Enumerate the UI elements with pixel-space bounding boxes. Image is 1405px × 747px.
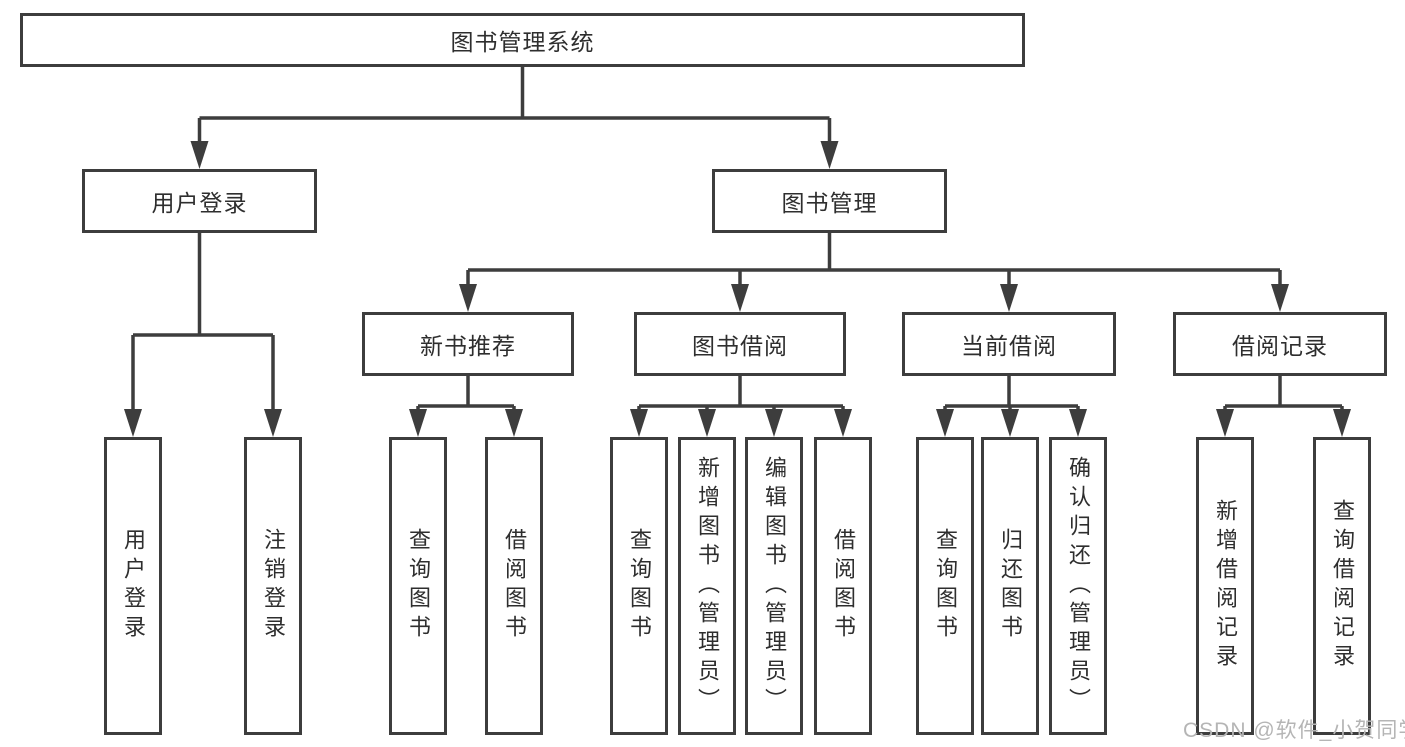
leaf-return-books: 归还图书: [981, 437, 1039, 735]
connector-current-borrowing: [936, 376, 1087, 437]
node-book-borrowing: 图书借阅: [634, 312, 846, 376]
leaf-borrow-books-recommend: 借阅图书: [485, 437, 543, 735]
leaf-logout-login: 注销登录: [244, 437, 302, 735]
leaf-query-books-current: 查询图书: [916, 437, 974, 735]
leaf-borrow-books-borrowing: 借阅图书: [814, 437, 872, 735]
leaf-query-borrow-record: 查询借阅记录: [1313, 437, 1371, 735]
leaf-user-login: 用户登录: [104, 437, 162, 735]
leaf-confirm-return-admin: 确认归还（管理员）: [1049, 437, 1107, 735]
connector-user-login: [124, 233, 282, 437]
leaf-query-books-recommend: 查询图书: [389, 437, 447, 735]
node-user-login: 用户登录: [82, 169, 317, 233]
node-new-book-recommend: 新书推荐: [362, 312, 574, 376]
connector-book-borrowing: [630, 376, 852, 437]
node-book-management: 图书管理: [712, 169, 947, 233]
connector-new-book-recommend: [409, 376, 523, 437]
connector-book-management: [459, 233, 1289, 312]
leaf-query-books-borrowing: 查询图书: [610, 437, 668, 735]
connector-borrowing-records: [1216, 376, 1351, 437]
leaf-edit-books-admin: 编辑图书（管理员）: [745, 437, 803, 735]
node-borrowing-records: 借阅记录: [1173, 312, 1387, 376]
root-node: 图书管理系统: [20, 13, 1025, 67]
connector-root: [190, 67, 839, 169]
leaf-add-borrow-record: 新增借阅记录: [1196, 437, 1254, 735]
node-current-borrowing: 当前借阅: [902, 312, 1116, 376]
csdn-watermark: CSDN @软件_小贺同学: [1183, 719, 1405, 742]
leaf-add-books-admin: 新增图书（管理员）: [678, 437, 736, 735]
